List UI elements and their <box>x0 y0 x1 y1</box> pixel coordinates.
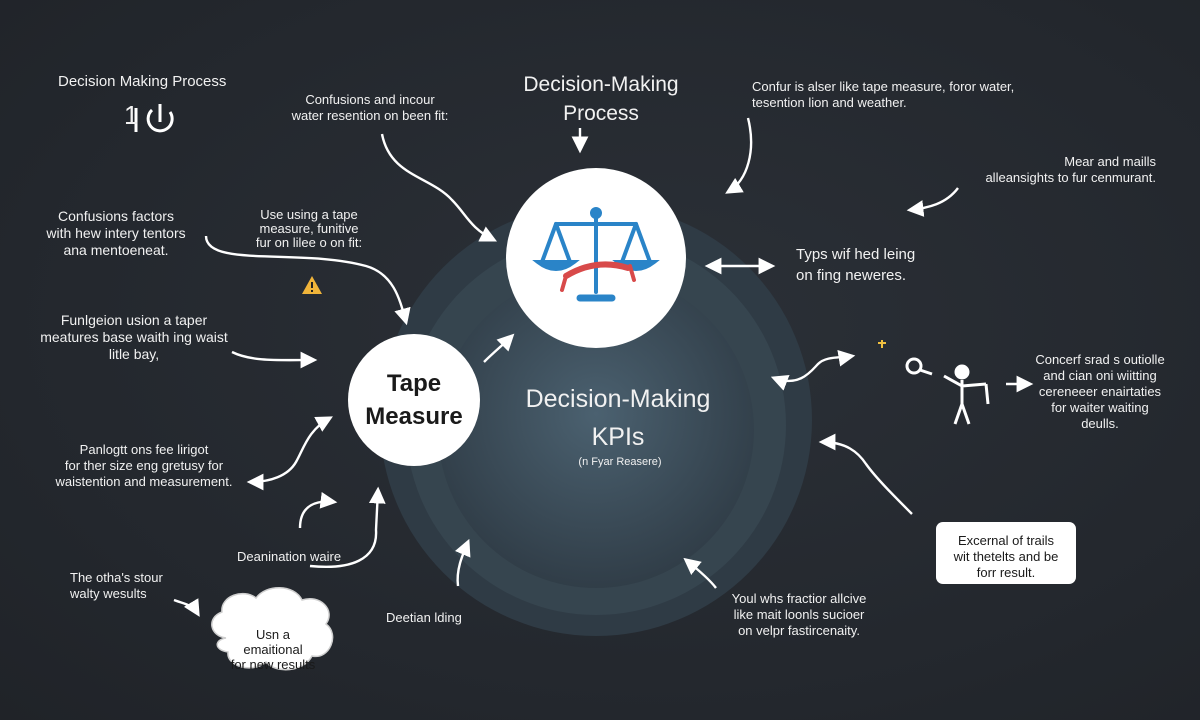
label-typs: Typs wif hed leing on fing neweres. <box>796 246 916 284</box>
label-deetian: Deetian lding <box>386 610 462 625</box>
label-confusions-top: Confusions and incour water resention on… <box>291 92 449 123</box>
label-decision-making-kpis: Decision-Making KPIs <box>525 385 711 451</box>
label-use-tape: Use using a tape measure, funitive fur o… <box>255 207 363 250</box>
label-decision-process-left: Decision Making Process <box>58 73 227 90</box>
label-confusions-factors: Confusions factors with hew intery tento… <box>46 208 186 258</box>
thought-cloud <box>211 587 334 671</box>
inner-ring <box>438 272 754 588</box>
label-top-left-number: 1 <box>124 100 139 130</box>
result-box <box>936 522 1076 584</box>
label-concerf: Concerf srad s outiolle and cian oni wii… <box>1035 352 1165 431</box>
warning-icon <box>302 276 322 294</box>
label-cloud-text: Usn a emaitional for new results <box>230 627 316 672</box>
label-youl: Youl whs fractior allcive like mait loon… <box>731 591 867 638</box>
title-decision-making-process: Decision-Making Process <box>523 73 679 125</box>
label-funigeion: Funlgeion usion a taper meatures base wa… <box>40 312 228 362</box>
power-icon <box>134 104 174 133</box>
label-tape-measure: Tape Measure <box>365 370 463 430</box>
label-deanination: Deanination waire <box>237 549 342 564</box>
connector-arrows <box>173 117 1034 617</box>
label-panlogt: Panlogtt ons fee lirigot for ther size e… <box>55 442 233 489</box>
label-top-right: Confur is alser like tape measure, foror… <box>752 79 1015 110</box>
label-the-otha: The otha's stour walty wesults <box>70 570 163 601</box>
label-kpis-subtitle: (n Fyar Reasere) <box>578 456 662 468</box>
label-mear-and: Mear and maills alleansights to fur cenm… <box>985 154 1156 185</box>
label-external: Excernal of trails wit thetelts and be f… <box>953 533 1059 580</box>
scales-icon <box>532 207 660 302</box>
person-magnifier-icon <box>878 340 990 425</box>
tape-measure-circle <box>348 334 480 466</box>
